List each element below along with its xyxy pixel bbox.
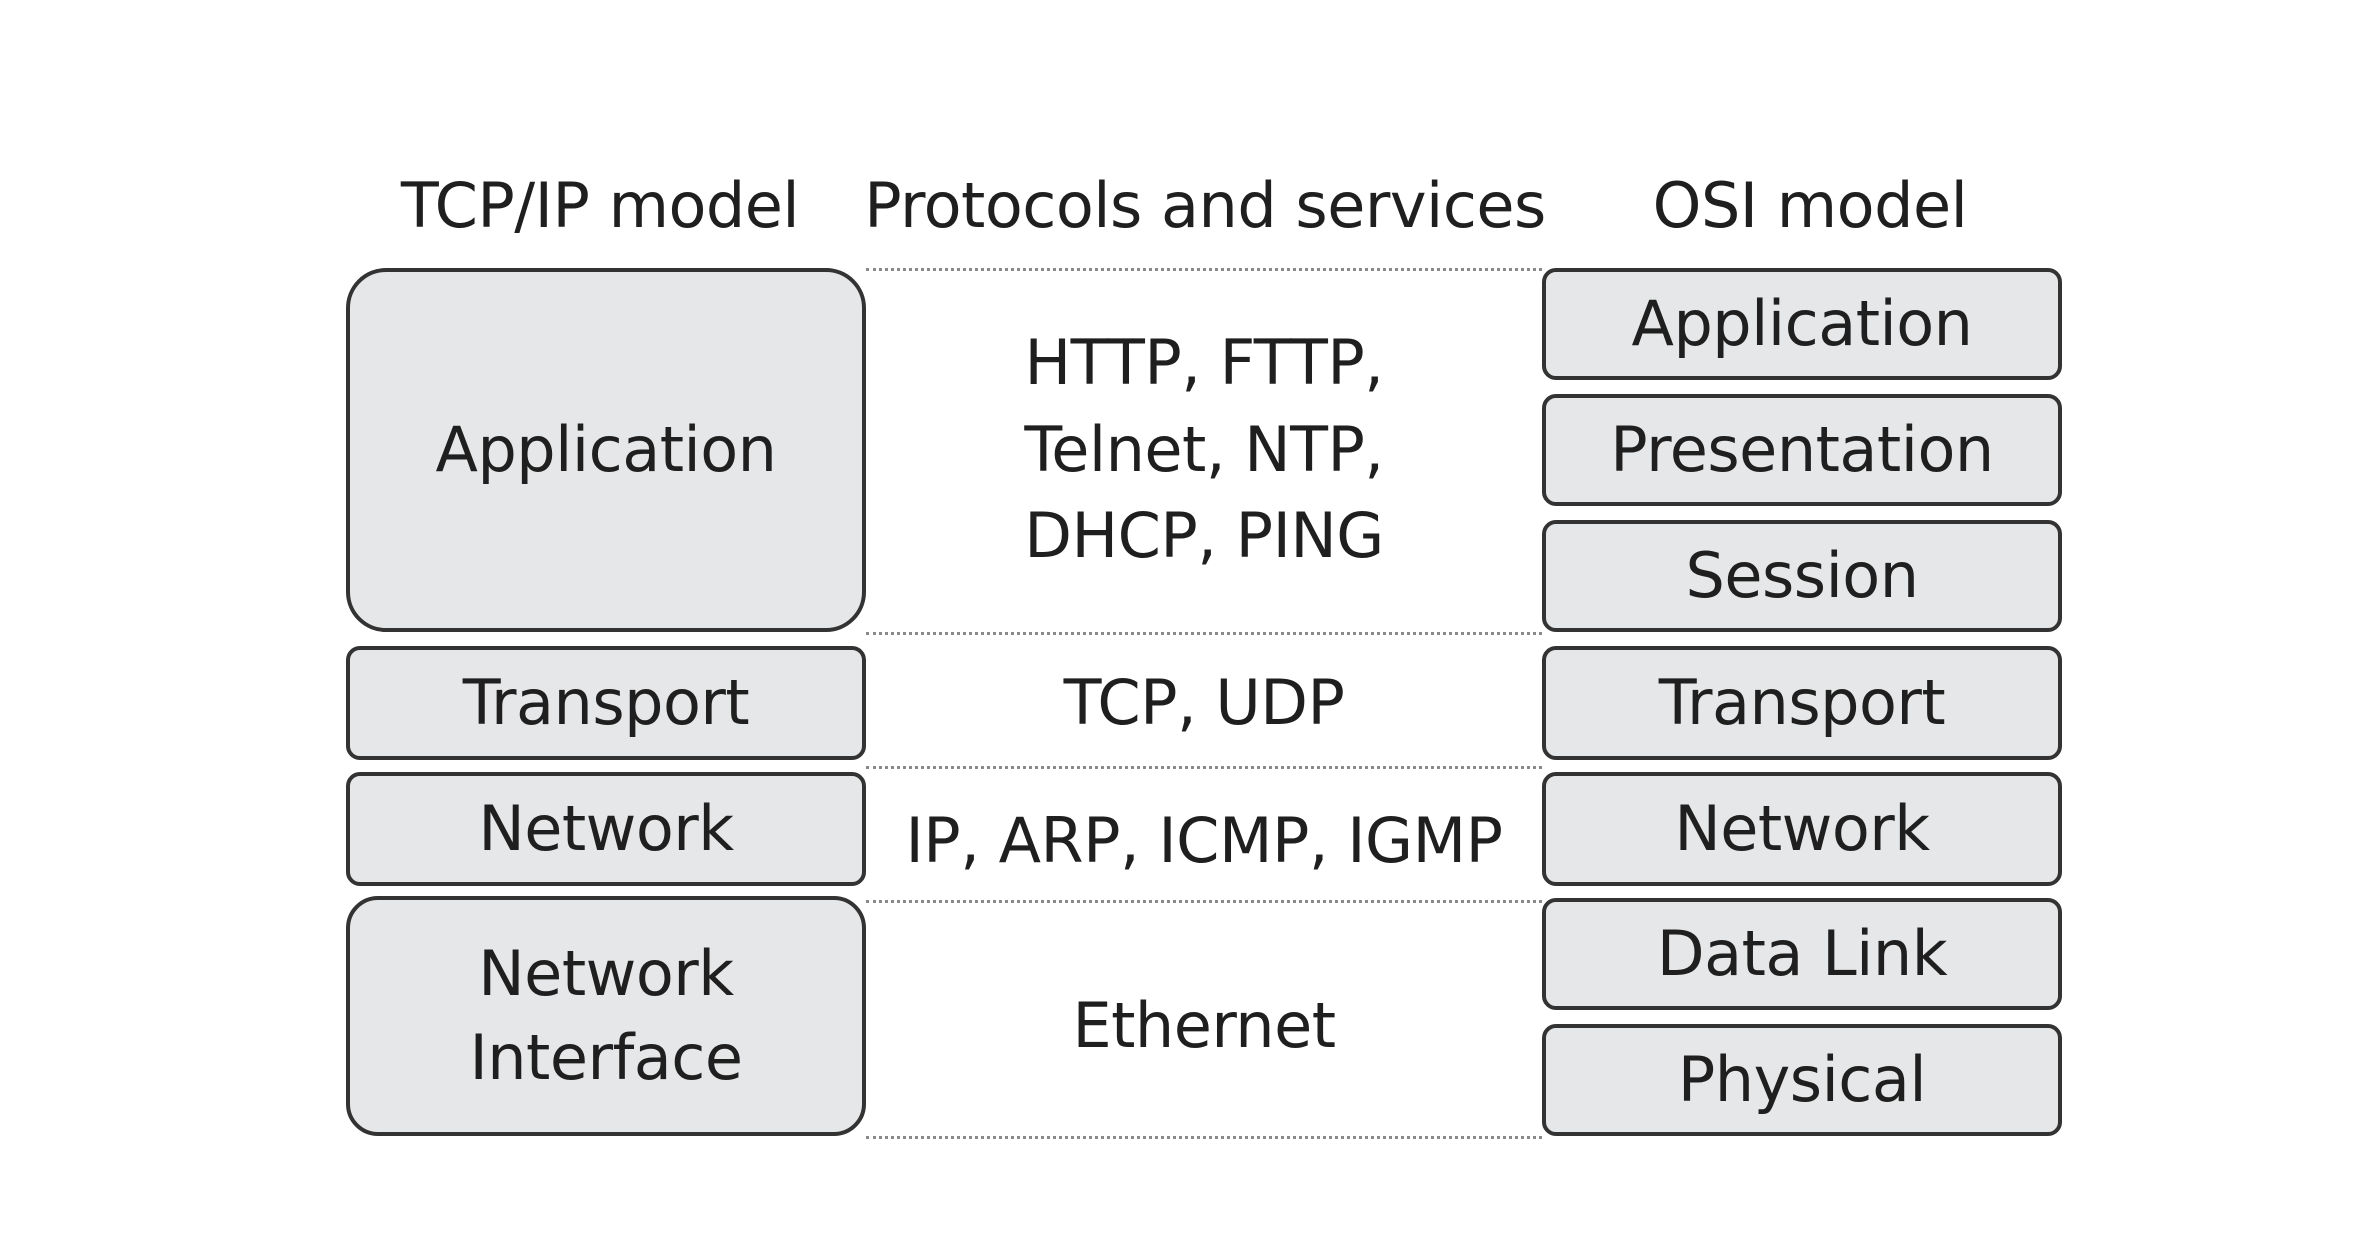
osi-layer-label: Data Link (1656, 917, 1948, 991)
osi-layer-label: Session (1685, 539, 1919, 613)
tcpip-model-header: TCP/IP model (400, 168, 800, 242)
tcpip-layer-label: Application (435, 413, 777, 487)
osi-layer-label: Physical (1677, 1043, 1927, 1117)
osi-layer-label: Presentation (1610, 413, 1994, 487)
divider-application-transport (866, 632, 1542, 635)
tcpip-layer-network-interface: Network Interface (346, 896, 866, 1136)
protocols-transport: TCP, UDP (1063, 665, 1345, 739)
osi-model-header: OSI model (1652, 168, 1968, 242)
osi-layer-label: Transport (1658, 666, 1946, 740)
tcpip-layer-label: Network (478, 792, 734, 866)
tcpip-layer-label: Network Interface (469, 937, 743, 1094)
protocols-network-interface: Ethernet (1072, 988, 1336, 1062)
protocols-application: HTTP, FTTP, Telnet, NTP, DHCP, PING (1024, 325, 1384, 573)
osi-layer-data-link: Data Link (1542, 898, 2062, 1010)
divider-top (866, 268, 1542, 271)
protocols-header: Protocols and services (864, 168, 1546, 242)
divider-bottom (866, 1136, 1542, 1139)
osi-layer-label: Application (1631, 287, 1973, 361)
tcpip-layer-transport: Transport (346, 646, 866, 760)
tcpip-layer-application: Application (346, 268, 866, 632)
osi-layer-presentation: Presentation (1542, 394, 2062, 506)
osi-layer-session: Session (1542, 520, 2062, 632)
osi-layer-application: Application (1542, 268, 2062, 380)
divider-transport-network (866, 766, 1542, 769)
osi-layer-transport: Transport (1542, 646, 2062, 760)
tcpip-layer-label: Transport (462, 666, 750, 740)
osi-layer-network: Network (1542, 772, 2062, 886)
tcpip-layer-network: Network (346, 772, 866, 886)
osi-layer-physical: Physical (1542, 1024, 2062, 1136)
osi-layer-label: Network (1674, 792, 1930, 866)
divider-network-interface (866, 900, 1542, 903)
protocols-network: IP, ARP, ICMP, IGMP (905, 803, 1503, 877)
